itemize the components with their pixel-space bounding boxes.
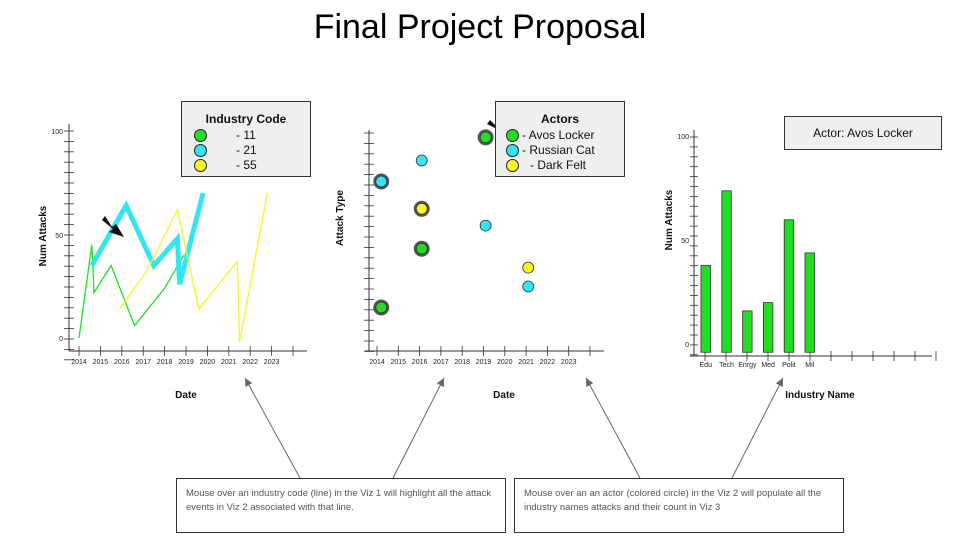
bar-med [763,302,774,353]
legend-swatch [194,144,207,157]
legend-label: - 21 [236,143,257,157]
connector-arrow [392,377,445,479]
legend-item-55[interactable]: - 55 [182,158,310,173]
connector-arrowhead [775,378,783,387]
y-axis-title: Attack Type [335,190,346,246]
slide-title: Final Project Proposal [313,8,647,46]
x-tick-label: 2019 [178,359,194,366]
legend-swatch [506,144,519,157]
series-line-11 [78,244,185,339]
y-tick-label: 100 [677,134,689,141]
legend-item-russian-cat[interactable]: - Russian Cat [496,143,624,158]
x-axis-title: Date [493,390,515,401]
category-label: Mil [805,362,814,369]
scatter-point-avos-locker [479,131,492,144]
x-tick-label: 2021 [518,359,534,366]
industry-code-legend: Industry Code - 11 - 21 - 55 [181,101,311,177]
x-axis-title: Date [175,390,197,401]
y-tick-label: 50 [55,233,63,240]
annotation-note-viz2: Mouse over an an actor (colored circle) … [514,478,844,533]
legend-label: - 11 [236,128,256,142]
arrow-pointer-icon [102,216,124,237]
x-tick-label: 2022 [242,359,258,366]
scatter-point-dark-felt [522,261,535,274]
legend-item-avos-locker[interactable]: - Avos Locker [496,128,624,143]
scatter-point-russian-cat [479,219,492,232]
scatter-point-russian-cat [375,175,388,188]
x-tick-label: 2022 [540,359,556,366]
bar-tech [721,190,732,353]
category-label: Polit [782,362,796,369]
series-line-21 [89,192,206,285]
selected-actor-box: Actor: Avos Locker [784,116,942,150]
x-tick-label: 2016 [412,359,428,366]
legend-title: Industry Code [205,112,287,126]
y-tick-label: 50 [681,238,689,245]
legend-swatch [194,159,207,172]
legend-label: - Dark Felt [530,158,587,172]
legend-title: Actors [540,112,579,126]
legend-label: - Avos Locker [522,128,595,142]
category-label: Med [761,362,775,369]
category-label: Enrgy [738,362,757,369]
x-tick-label: 2018 [157,359,173,366]
x-tick-label: 2021 [221,359,237,366]
y-tick-label: 0 [685,342,689,349]
scatter-point-russian-cat [415,154,428,167]
actors-legend: Actors - Avos Locker - Russian Cat - Dar… [495,101,625,177]
x-tick-label: 2016 [114,359,130,366]
connector-arrow [585,377,641,479]
x-tick-label: 2018 [454,359,470,366]
legend-item-dark-felt[interactable]: - Dark Felt [496,158,624,173]
x-axis-title: Industry Name [785,390,855,401]
connector-arrowhead [245,378,253,387]
y-tick-label: 100 [51,129,63,136]
connector-arrow [244,377,301,479]
x-tick-label: 2014 [369,359,385,366]
legend-swatch [194,129,207,142]
legend-label: - Russian Cat [522,143,595,157]
y-axis-title: Num Attacks [38,205,49,266]
x-tick-label: 2020 [497,359,513,366]
x-tick-label: 2017 [433,359,449,366]
scatter-point-avos-locker [415,242,428,255]
x-tick-label: 2019 [476,359,492,366]
x-tick-label: 2017 [135,359,151,366]
x-tick-label: 2023 [561,359,577,366]
scatter-point-avos-locker [375,301,388,314]
scatter-point-dark-felt [415,202,428,215]
connector-arrowhead [436,378,444,387]
legend-swatch [506,129,519,142]
bar-mil [804,252,815,353]
connector-arrowhead [586,378,594,387]
scatter-point-russian-cat [522,280,535,293]
category-label: Tech [719,362,734,369]
bar-polit [783,219,795,353]
connector-arrow [731,377,784,479]
x-tick-label: 2020 [200,359,216,366]
y-tick-label: 0 [59,336,63,343]
legend-label: - 55 [236,158,257,172]
annotation-note-viz1: Mouse over an industry code (line) in th… [176,478,506,533]
y-axis-title: Num Attacks [664,189,675,250]
bar-enrgy [742,310,753,353]
bar-edu [700,264,711,353]
category-label: Edu [700,362,713,369]
x-tick-label: 2015 [391,359,407,366]
series-line-55 [119,192,268,343]
legend-item-21[interactable]: - 21 [182,143,310,158]
legend-swatch [506,159,519,172]
x-tick-label: 2023 [264,359,280,366]
x-tick-label: 2015 [93,359,109,366]
legend-item-11[interactable]: - 11 [182,128,310,143]
x-tick-label: 2014 [71,359,87,366]
